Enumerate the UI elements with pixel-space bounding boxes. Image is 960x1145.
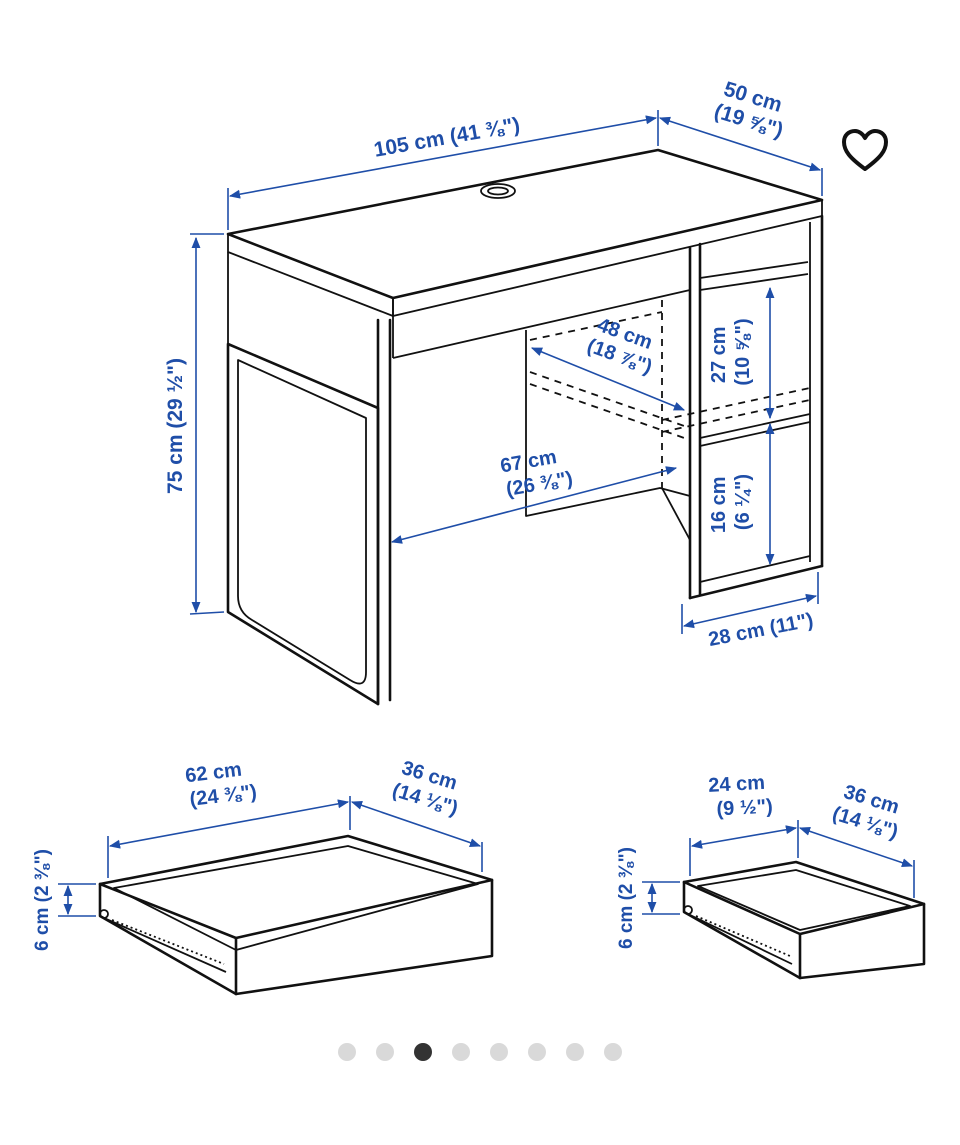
width-dimension-line [228,115,658,199]
small-drawer-width-line [690,825,798,849]
desk-dimension-labels: 105 cm (41 ⅜") 50 cm (19 ⅝") 75 cm (29 ½… [164,77,815,651]
large-drawer-height-label: 6 cm (2 ⅜") [32,849,53,951]
leg-width-label: 67 cm (26 ⅜") [499,444,575,501]
carousel-dot[interactable] [452,1043,470,1061]
large-drawer-width-line [108,799,350,849]
large-drawer-rail [99,915,227,973]
small-drawer-width-label: 24 cm (9 ½") [708,772,774,821]
carousel-dot[interactable] [528,1043,546,1061]
carousel-dot[interactable] [338,1043,356,1061]
large-drawer-illustration [58,796,494,996]
cabinet-shelf [699,413,811,439]
small-drawer-depth-label: 36 cm (14 ⅛") [830,780,908,844]
depth-dimension-line [658,116,822,172]
carousel-dot[interactable] [490,1043,508,1061]
large-drawer-depth-line [350,801,482,847]
large-drawer-box [98,834,494,996]
panel-inner-frame [237,359,367,685]
small-drawer-height-label: 6 cm (2 ⅜") [616,847,637,949]
left-side-panel [226,342,380,706]
width-label: 105 cm (41 ⅜") [372,113,521,161]
leg-depth-dimension-line [530,347,686,411]
leg-depth-label: 48 cm (18 ⅞") [584,313,663,378]
carousel-dot[interactable] [604,1043,622,1061]
cabinet-width-label: 28 cm (11") [707,609,815,651]
carousel-dot[interactable] [376,1043,394,1061]
cabinet-width-dimension-line [682,593,818,629]
desk-top [226,148,824,300]
desk-top-right-edge [392,199,823,317]
small-drawer-labels: 24 cm (9 ½") 36 cm (14 ⅛") 6 cm (2 ⅜") [616,772,908,949]
carousel-pagination [0,1040,960,1064]
cabinet-base [688,564,824,600]
favorite-button[interactable] [838,125,892,175]
desk-illustration [226,148,824,706]
large-drawer-depth-label: 36 cm (14 ⅛") [390,756,468,820]
leg-width-dimension-line [390,466,678,544]
carousel-dot-active[interactable] [414,1043,432,1061]
upper-compartment-label: 27 cm (10 ⅝") [708,318,754,385]
lower-compartment-label: 16 cm (6 ¼") [708,471,754,533]
heart-outline-icon [842,129,888,171]
small-drawer-illustration [642,820,926,980]
desk-top-front-edge [227,233,394,317]
cable-outlet [480,183,516,199]
small-drawer-box [682,860,926,980]
carousel-dot[interactable] [566,1043,584,1061]
height-label: 75 cm (29 ½") [164,358,187,494]
large-drawer-width-label: 62 cm (24 ⅜") [184,757,258,811]
depth-label: 50 cm (19 ⅝") [711,77,792,143]
small-drawer-depth-line [798,826,914,868]
cabinet-small-drawer [699,261,809,279]
drawer-front-left [227,252,379,409]
desk-dimension-lines [189,110,823,634]
